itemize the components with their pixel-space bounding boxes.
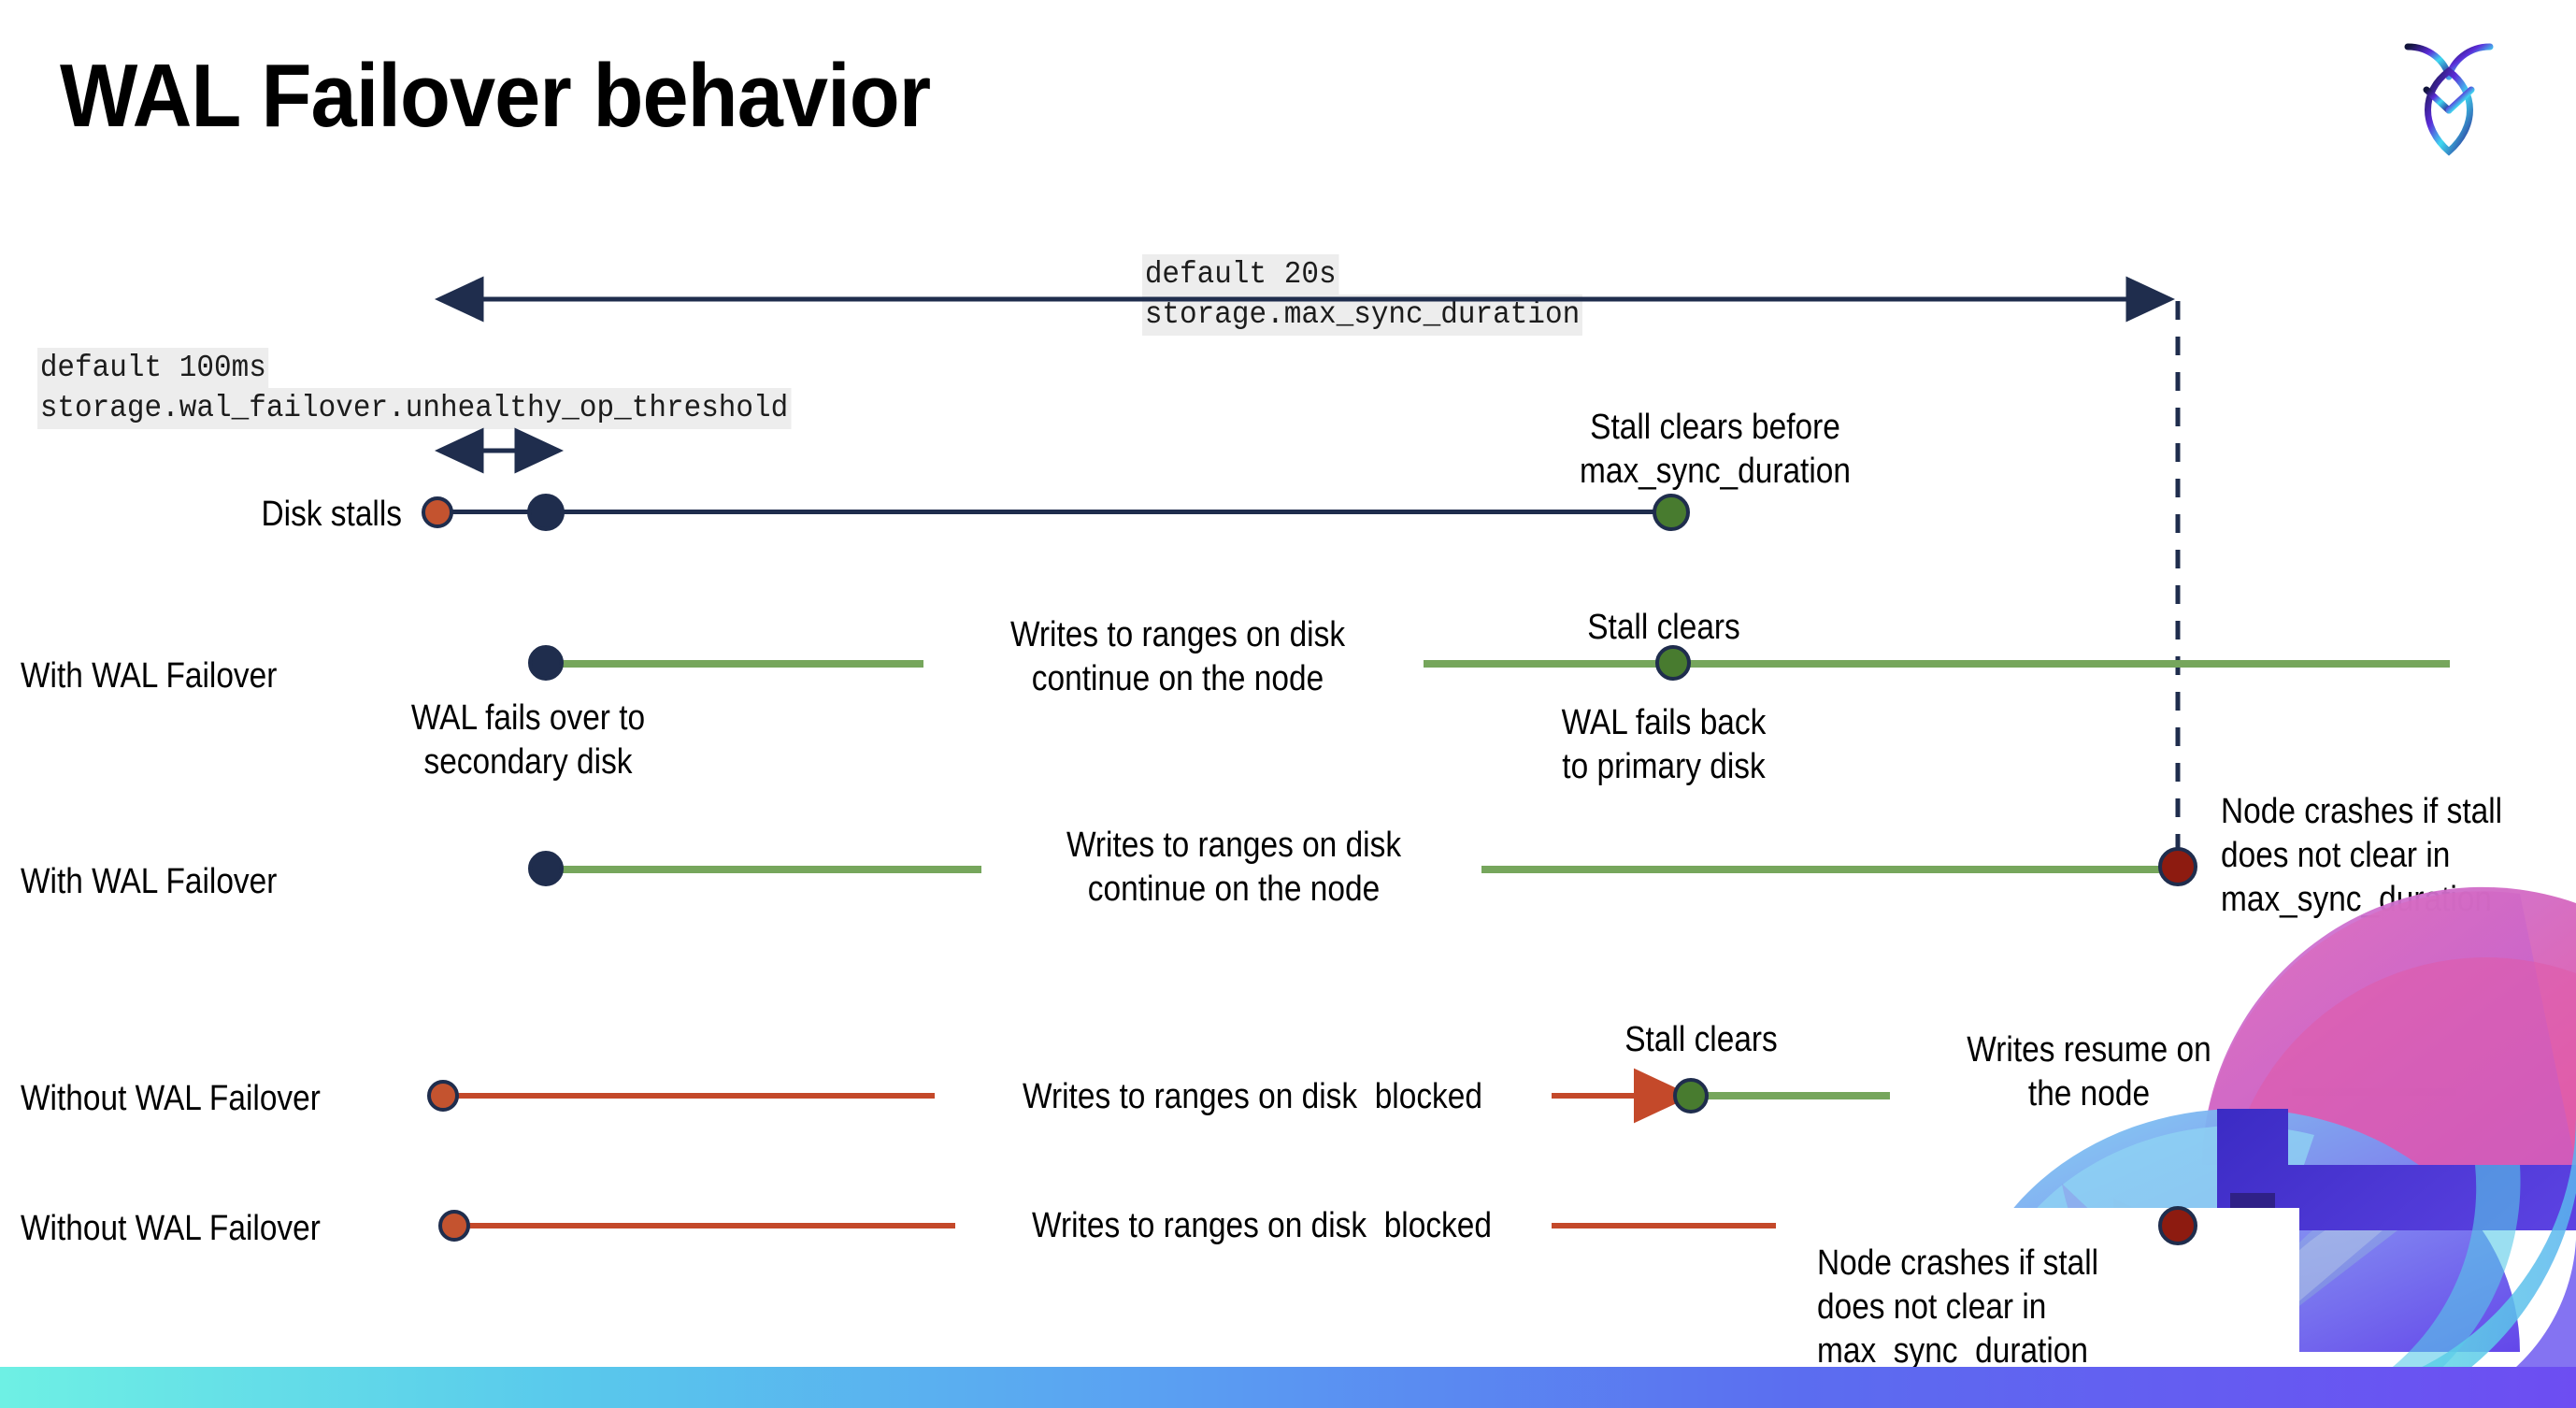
with-wal-failover-crash-timeline-left	[540, 866, 981, 873]
row-label-without-wal-failover-1: Without WAL Failover	[21, 1079, 321, 1118]
note-writes-continue-row2: Writes to ranges on disk continue on the…	[1009, 615, 1346, 698]
wal-fails-over-dot-row3	[528, 851, 564, 886]
disk-stall-timeline	[436, 510, 1679, 514]
stall-clears-dot-row1	[1653, 494, 1690, 531]
row-label-disk-stalls: Disk stalls	[261, 495, 402, 534]
stall-start-dot-row5	[438, 1210, 470, 1242]
disk-stall-start-dot	[422, 496, 453, 528]
note-writes-continue-row3: Writes to ranges on disk continue on the…	[1066, 826, 1402, 909]
note-stall-clears-row4: Stall clears	[1624, 1020, 1778, 1059]
note-writes-blocked-row4: Writes to ranges on disk blocked	[1023, 1077, 1482, 1116]
stall-start-dot-row4	[427, 1080, 459, 1112]
note-writes-blocked-row5: Writes to ranges on disk blocked	[1032, 1206, 1492, 1245]
row-label-without-wal-failover-2: Without WAL Failover	[21, 1209, 321, 1248]
row-label-with-wal-failover-1: With WAL Failover	[21, 656, 278, 696]
cockroachdb-logo	[2393, 30, 2505, 161]
max-sync-default-label: default 20s	[1142, 254, 1339, 295]
unhealthy-default-label: default 100ms	[37, 348, 269, 389]
stall-clears-dot-row4	[1673, 1078, 1709, 1113]
max-sync-setting-label: storage.max_sync_duration	[1142, 295, 1583, 336]
note-stall-clears-row2: Stall clears	[1587, 608, 1740, 647]
wal-failover-trigger-dot	[527, 494, 565, 531]
with-wal-failover-timeline-left	[540, 660, 923, 668]
with-wal-failover-timeline-right	[1424, 660, 2450, 668]
without-wal-failover-timeline-right	[1703, 1092, 1890, 1099]
wal-fails-over-dot	[528, 645, 564, 681]
page-title: WAL Failover behavior	[60, 46, 931, 146]
unhealthy-setting-label: storage.wal_failover.unhealthy_op_thresh…	[37, 388, 792, 429]
with-wal-failover-crash-timeline-right	[1481, 866, 2178, 873]
note-wal-fails-back: WAL fails back to primary disk	[1561, 703, 1767, 786]
note-node-crashes-row5: Node crashes if stall does not clear in …	[1817, 1243, 2099, 1371]
note-wal-fails-over: WAL fails over to secondary disk	[410, 698, 646, 782]
without-wal-failover-timeline-left	[449, 1093, 935, 1099]
node-crash-dot-row5	[2158, 1206, 2197, 1245]
bottom-gradient-strip	[0, 1367, 2576, 1408]
node-crash-dot-row3	[2158, 847, 2197, 886]
note-stall-clears-before-max-sync: Stall clears before max_sync_duration	[1580, 408, 1851, 491]
without-wal-failover-crash-timeline-left	[460, 1223, 955, 1228]
note-writes-resume-row4: Writes resume on the node	[1967, 1030, 2211, 1113]
row-label-with-wal-failover-2: With WAL Failover	[21, 862, 278, 901]
stall-clears-dot-row2	[1655, 645, 1691, 681]
